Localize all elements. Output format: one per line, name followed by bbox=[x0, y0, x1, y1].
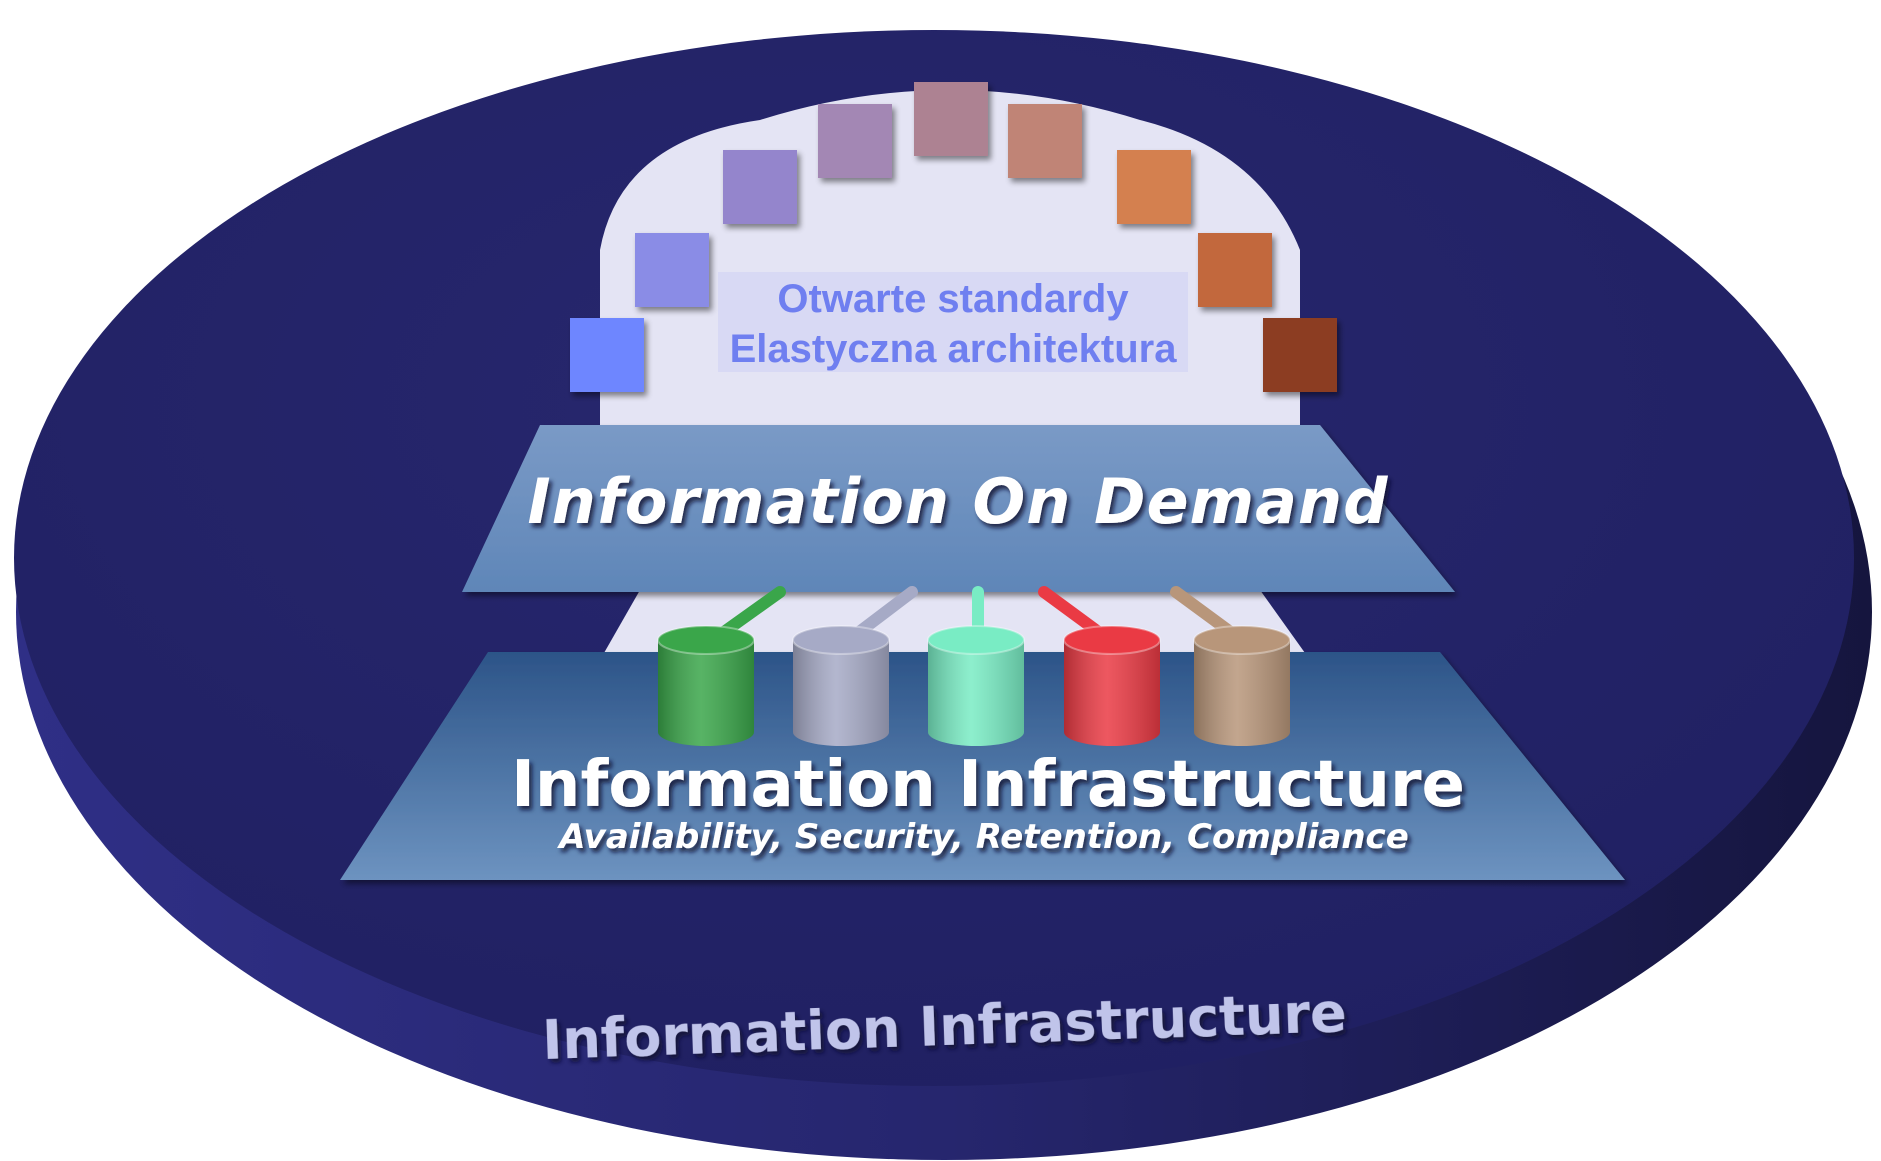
standards-line-2: Elastyczna architektura bbox=[730, 327, 1178, 371]
data-cylinder bbox=[1063, 625, 1161, 746]
arch-blocks bbox=[570, 82, 1337, 392]
infra-layer-subtitle: Availability, Security, Retention, Compl… bbox=[556, 817, 1409, 857]
demand-layer: Information On Demand bbox=[462, 425, 1455, 592]
arch-block bbox=[723, 150, 797, 224]
arch-block bbox=[570, 318, 644, 392]
arch-block bbox=[1117, 150, 1191, 224]
arch-block bbox=[635, 233, 709, 307]
data-cylinder bbox=[657, 625, 755, 746]
arch-block bbox=[1198, 233, 1272, 307]
demand-layer-shape bbox=[462, 425, 1455, 592]
data-cylinder bbox=[1193, 625, 1291, 746]
cylinders bbox=[657, 625, 1291, 746]
arch-block bbox=[1263, 318, 1337, 392]
data-cylinder bbox=[927, 625, 1025, 746]
infra-layer-title: Information Infrastructure bbox=[511, 748, 1465, 822]
arch-block bbox=[1008, 104, 1082, 178]
standards-panel bbox=[718, 272, 1188, 372]
arch-block bbox=[914, 82, 988, 156]
standards-line-1: Otwarte standardy bbox=[777, 277, 1129, 321]
demand-layer-label: Information On Demand bbox=[528, 465, 1389, 538]
data-cylinder bbox=[792, 625, 890, 746]
arch-block bbox=[818, 104, 892, 178]
